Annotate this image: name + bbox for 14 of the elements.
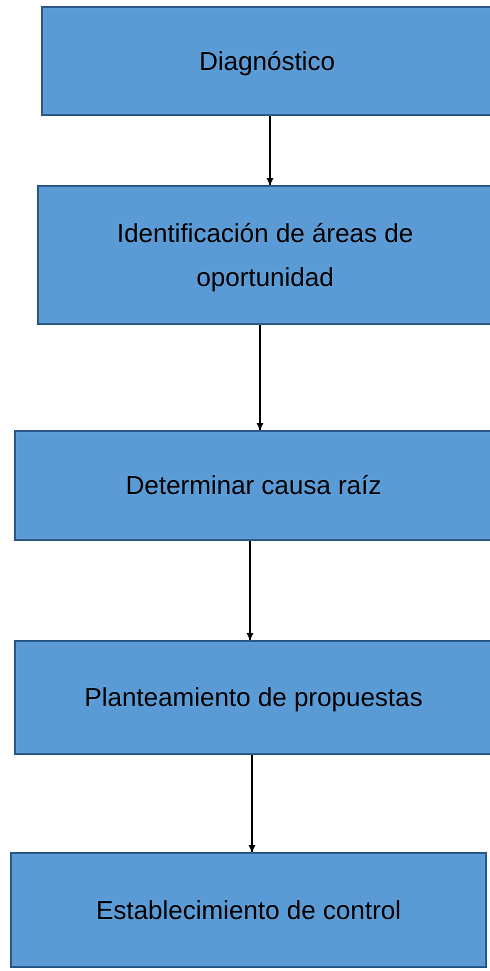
step-label: Establecimiento de control (96, 894, 401, 927)
arrow (266, 116, 274, 185)
process-box (14, 430, 490, 541)
step-label: Identificación de áreas de oportunidad (116, 216, 414, 294)
step-label: Planteamiento de propuestas (84, 681, 423, 714)
step-label: Diagnóstico (199, 44, 335, 78)
process-box (37, 185, 490, 325)
arrow (256, 325, 264, 430)
process-box (14, 640, 490, 755)
step-label: Determinar causa raíz (126, 469, 382, 502)
arrow (248, 755, 256, 852)
process-box (41, 6, 490, 116)
arrow (246, 541, 254, 640)
process-box (10, 852, 487, 968)
